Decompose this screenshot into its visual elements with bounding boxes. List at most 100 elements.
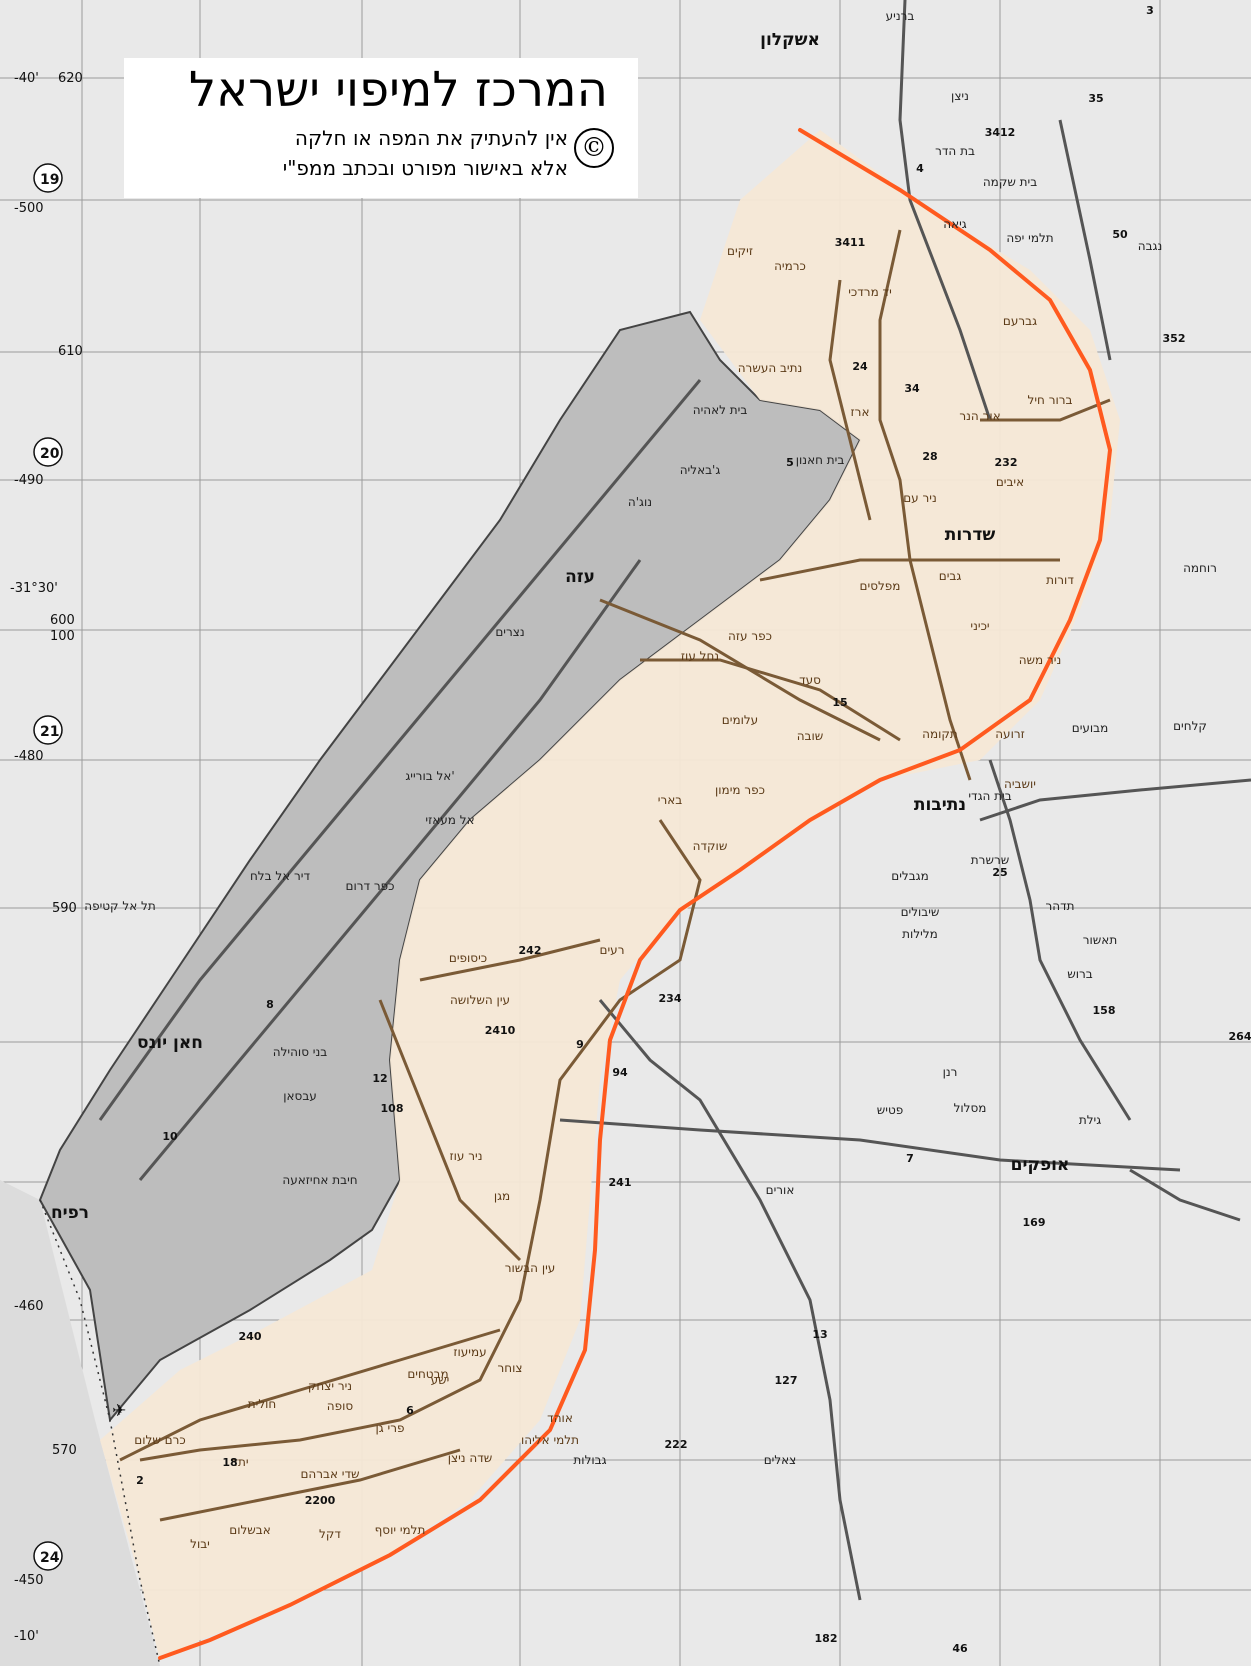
place-label: כרם שלום: [134, 1433, 185, 1447]
place-label: ברניע: [886, 9, 915, 23]
place-label: מבטחים: [407, 1367, 448, 1381]
region-gaza: עזה: [565, 567, 595, 587]
road-number: 7: [906, 1152, 914, 1165]
grid-label-460: -460: [14, 1299, 44, 1314]
place-label: שיבולים: [901, 905, 940, 919]
place-label: תדהר: [1045, 899, 1074, 913]
road-number: 234: [659, 992, 682, 1005]
place-label: אבשלום: [229, 1523, 271, 1537]
place-label: רוחמה: [1183, 561, 1217, 575]
place-label: גיאה: [943, 217, 967, 231]
gaza-strip-area: [38, 310, 862, 1423]
roads-gray: [98, 0, 1251, 1601]
place-label: עין הבשור: [505, 1261, 556, 1275]
place-label: צוחר: [497, 1361, 522, 1375]
place-label: מבועים: [1072, 721, 1109, 735]
grid-label-500: -500: [14, 201, 44, 216]
place-label: תקומה: [922, 727, 958, 741]
road-number: 108: [381, 1102, 404, 1115]
place-label: עלומים: [722, 713, 758, 727]
road-number: 169: [1023, 1216, 1046, 1229]
place-label: דורות: [1046, 573, 1074, 587]
road-number: 3412: [985, 126, 1016, 139]
boundary-line: [158, 128, 1113, 1660]
place-label: רעים: [600, 943, 625, 957]
place-label: כיסופים: [449, 951, 487, 965]
place-label: בית לאהיה: [693, 403, 748, 417]
grid-label-570: 570: [52, 1443, 77, 1458]
grid-labels: 620 610 600 100 590 570 -500 -490 -480 -…: [10, 71, 83, 1644]
place-label: עמיעוז: [453, 1345, 486, 1359]
place-label: יתד: [231, 1455, 248, 1469]
road-number: 6: [406, 1404, 414, 1417]
road-number-markers: 4 34 232 25 241 234 240 2200 3412 3411 3…: [136, 4, 1251, 1655]
region-rafah: רפיח: [51, 1203, 89, 1223]
grid-label-100: 100: [50, 629, 75, 644]
place-label: ברור חיל: [1028, 393, 1073, 407]
road-number: 2200: [305, 1494, 336, 1507]
road-number: 46: [952, 1642, 968, 1655]
place-label: עבסאן: [283, 1089, 317, 1103]
grid-label-590: 590: [52, 901, 77, 916]
copyright-line-2: אלא באישור מפורט ובכתב ממפ"י: [282, 156, 568, 180]
place-label: תל אל קטיפה: [84, 899, 156, 913]
place-label: נגבה: [1138, 239, 1163, 253]
sheet-marker-24: [33, 1541, 63, 1571]
sheet-label-24: 24: [40, 1550, 60, 1566]
road-number: 18: [222, 1456, 237, 1469]
lat-label-10: -10': [14, 1629, 39, 1644]
border-line: [39, 1199, 161, 1666]
place-label: גילת: [1079, 1113, 1101, 1127]
map-title: המרכז למיפוי ישראל: [188, 62, 608, 118]
place-label: דקל: [319, 1527, 341, 1541]
road-number: 232: [995, 456, 1018, 469]
place-label: פטיש: [877, 1103, 903, 1117]
place-label: כפר מימון: [715, 783, 765, 797]
place-label: ניר יצחק: [308, 1379, 352, 1393]
place-label: בארי: [658, 793, 682, 807]
place-label: בית שקמה: [983, 175, 1037, 189]
road-number: 264: [1229, 1030, 1251, 1043]
grid-label-620: 620: [58, 71, 83, 86]
place-label: חיבת אחיזאעה: [282, 1173, 357, 1187]
place-label: מלילות: [902, 927, 938, 941]
place-label: דיר אל בלח: [250, 869, 311, 883]
road-number: 10: [162, 1130, 178, 1143]
place-label: ג'באליה: [680, 463, 721, 477]
place-label: בת הדר: [935, 144, 975, 158]
copyright-line-1: אין להעתיק את המפה או חלקה: [294, 126, 568, 150]
region-ashkelon: אשקלון: [760, 30, 820, 50]
place-label: פרי גן: [376, 1421, 405, 1435]
place-label: שרשרת: [971, 853, 1009, 867]
place-label: אורים: [766, 1183, 795, 1197]
place-label: חולית: [248, 1397, 277, 1411]
place-label: יד מרדכי: [848, 285, 892, 299]
roads-brown: [119, 229, 1111, 1522]
road-number: 12: [372, 1072, 387, 1085]
gaza-envelope-area: [100, 130, 1120, 1660]
place-label: אל מעאזי: [425, 813, 474, 827]
place-label: ניר עוז: [449, 1149, 482, 1163]
place-label: תאשור: [1083, 933, 1117, 947]
road-number: 3411: [835, 236, 866, 249]
place-label: אור הנר: [959, 409, 1000, 423]
place-label: תלמי יוסף: [375, 1523, 426, 1537]
place-label: מפלסים: [860, 579, 901, 593]
sheet-marker-19: [33, 163, 63, 193]
grid-label-490: -490: [14, 473, 44, 488]
place-label: בית חאנון: [796, 453, 845, 467]
sheet-label-20: 20: [40, 446, 60, 462]
place-label: יכיני: [970, 619, 989, 633]
place-label: אוהד: [547, 1411, 573, 1425]
sheet-label-19: 19: [40, 172, 59, 188]
grid-label-450: -450: [14, 1573, 44, 1588]
place-label: גברעם: [1003, 314, 1037, 328]
place-label: קלחים: [1173, 719, 1207, 733]
sheet-marker-21: [33, 715, 63, 745]
place-label: ארז: [851, 405, 870, 419]
road-number: 241: [609, 1176, 632, 1189]
place-label: נוג'ה: [628, 495, 652, 509]
place-label: זרועה: [995, 727, 1025, 741]
